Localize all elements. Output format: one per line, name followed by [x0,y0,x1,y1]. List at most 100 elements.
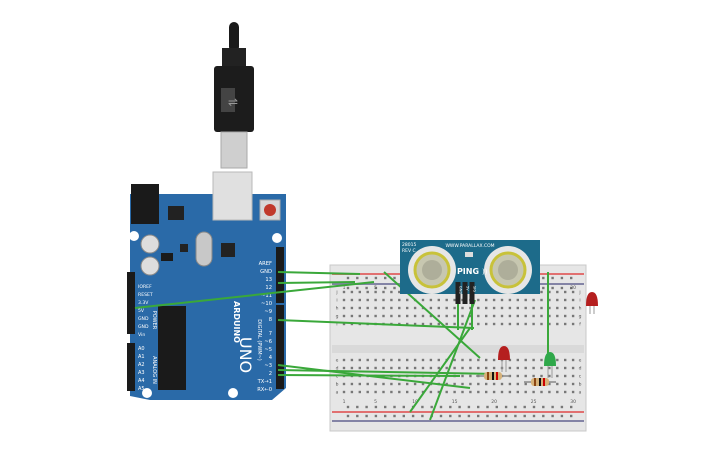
column-label: 15 [452,399,458,405]
column-label: 5 [374,285,377,291]
sensor-pin [469,282,475,304]
header-top-1 [276,247,284,303]
column-label: 25 [531,399,537,405]
arduino-board[interactable]: ARDUINO UNO DIGITAL (PWM~) POWER ANALOG … [127,171,286,400]
row-label: c [336,375,339,380]
column-label: 1 [343,399,346,405]
power-pin-label: GND [138,316,149,322]
row-label: i [579,298,580,304]
row-label: a [336,391,339,396]
row-label: g [579,315,582,320]
ping-waves-icon: )) [482,268,488,276]
pin-label: ~3 [264,363,272,369]
row-label: b [336,382,339,388]
pin-label: RX←0 [257,387,272,393]
pin-label: AREF [259,261,272,267]
arduino-brand: UNO [236,337,255,373]
sensor-pin [455,282,461,304]
arduino-logo: ARDUINO [232,301,241,343]
wire-gnd [277,271,361,275]
pin-label: TX→1 [257,379,272,385]
usb-port [212,171,253,221]
sensor-site: WWW.PARALLAX.COM [445,243,494,249]
wires[interactable] [134,271,549,421]
sensor-pin [462,282,468,304]
pin-label: 7 [269,331,272,337]
sensor-tag2: REV C [402,248,416,254]
row-label: h [579,306,582,312]
pin-label: 8 [269,317,272,323]
wire-pin8 [277,319,475,329]
row-label: h [336,306,339,312]
pin-label: 12 [265,285,272,291]
row-label: j [335,290,337,296]
power-pin-label: GND [138,324,149,330]
analog-label: ANALOG IN [151,356,157,384]
row-label: a [579,391,582,396]
power-label: POWER [151,311,157,330]
sensor-pin-label: 5V [466,286,470,291]
column-label: 20 [491,399,497,405]
header-top-2 [276,305,284,389]
power-pin-labels: IOREF RESET 3.3V 5V GND GND Vin [138,284,153,338]
column-label: 30 [570,285,576,291]
led-red-breadboard[interactable] [498,346,510,372]
pin-label: 2 [269,371,272,377]
pin-label: ~9 [264,309,272,315]
svg-text:⇌: ⇌ [228,95,238,109]
sensor-pin-label: SIG [473,286,477,292]
column-label: 10 [412,399,418,405]
led-green[interactable] [544,352,556,378]
wire-5v [134,281,375,309]
pin-headers [127,247,284,391]
power-jack [131,184,159,224]
row-label: f [336,322,338,328]
column-label: 30 [570,399,576,405]
row-label: d [336,366,339,372]
row-label: j [578,290,580,296]
row-label: b [579,382,582,388]
sensor-tag1: 28015 [402,242,416,248]
row-label: e [579,359,582,364]
wire-pin2 [277,369,499,375]
power-pin-label: 3.3V [138,300,149,306]
analog-pin-label: A2 [138,362,145,368]
pin-label: 4 [269,355,273,361]
analog-pin-label: A4 [138,378,145,384]
digital-label: DIGITAL (PWM~) [256,319,262,361]
row-label: g [336,315,339,320]
pin-label: ~5 [264,347,272,353]
analog-pin-label: A1 [138,354,145,360]
analog-pin-label: A5 [138,386,145,392]
sensor-model: PING [457,267,479,276]
analog-pin-label: A0 [138,346,145,352]
led-red-loose[interactable] [586,292,598,314]
pin-label: GND [260,269,272,275]
usb-cable: ⇌ [214,22,254,169]
icsp-header [161,253,173,261]
ping-sensor[interactable]: WWW.PARALLAX.COM 28015 REV C PING )) GND… [400,240,540,304]
row-label: e [336,359,339,364]
resistor-2[interactable] [524,378,556,386]
analog-pin-label: A3 [138,370,145,376]
power-pin-label: IOREF [138,284,152,290]
power-pin-label: Vin [138,332,145,338]
sensor-pin-label: GND [459,286,463,294]
power-pin-label: 5V [138,308,145,314]
pin-label: 13 [265,277,272,283]
reset-button [264,204,276,216]
power-pin-label: RESET [138,292,153,298]
row-label: i [336,298,337,304]
atmega-chip [158,306,186,390]
resistor-1[interactable] [476,372,510,380]
sensor-led [465,252,473,257]
row-label: d [579,366,582,372]
header-analog [127,343,135,391]
row-label: c [579,375,582,380]
column-label: 5 [374,399,377,405]
pin-label: ~11 [261,293,272,299]
